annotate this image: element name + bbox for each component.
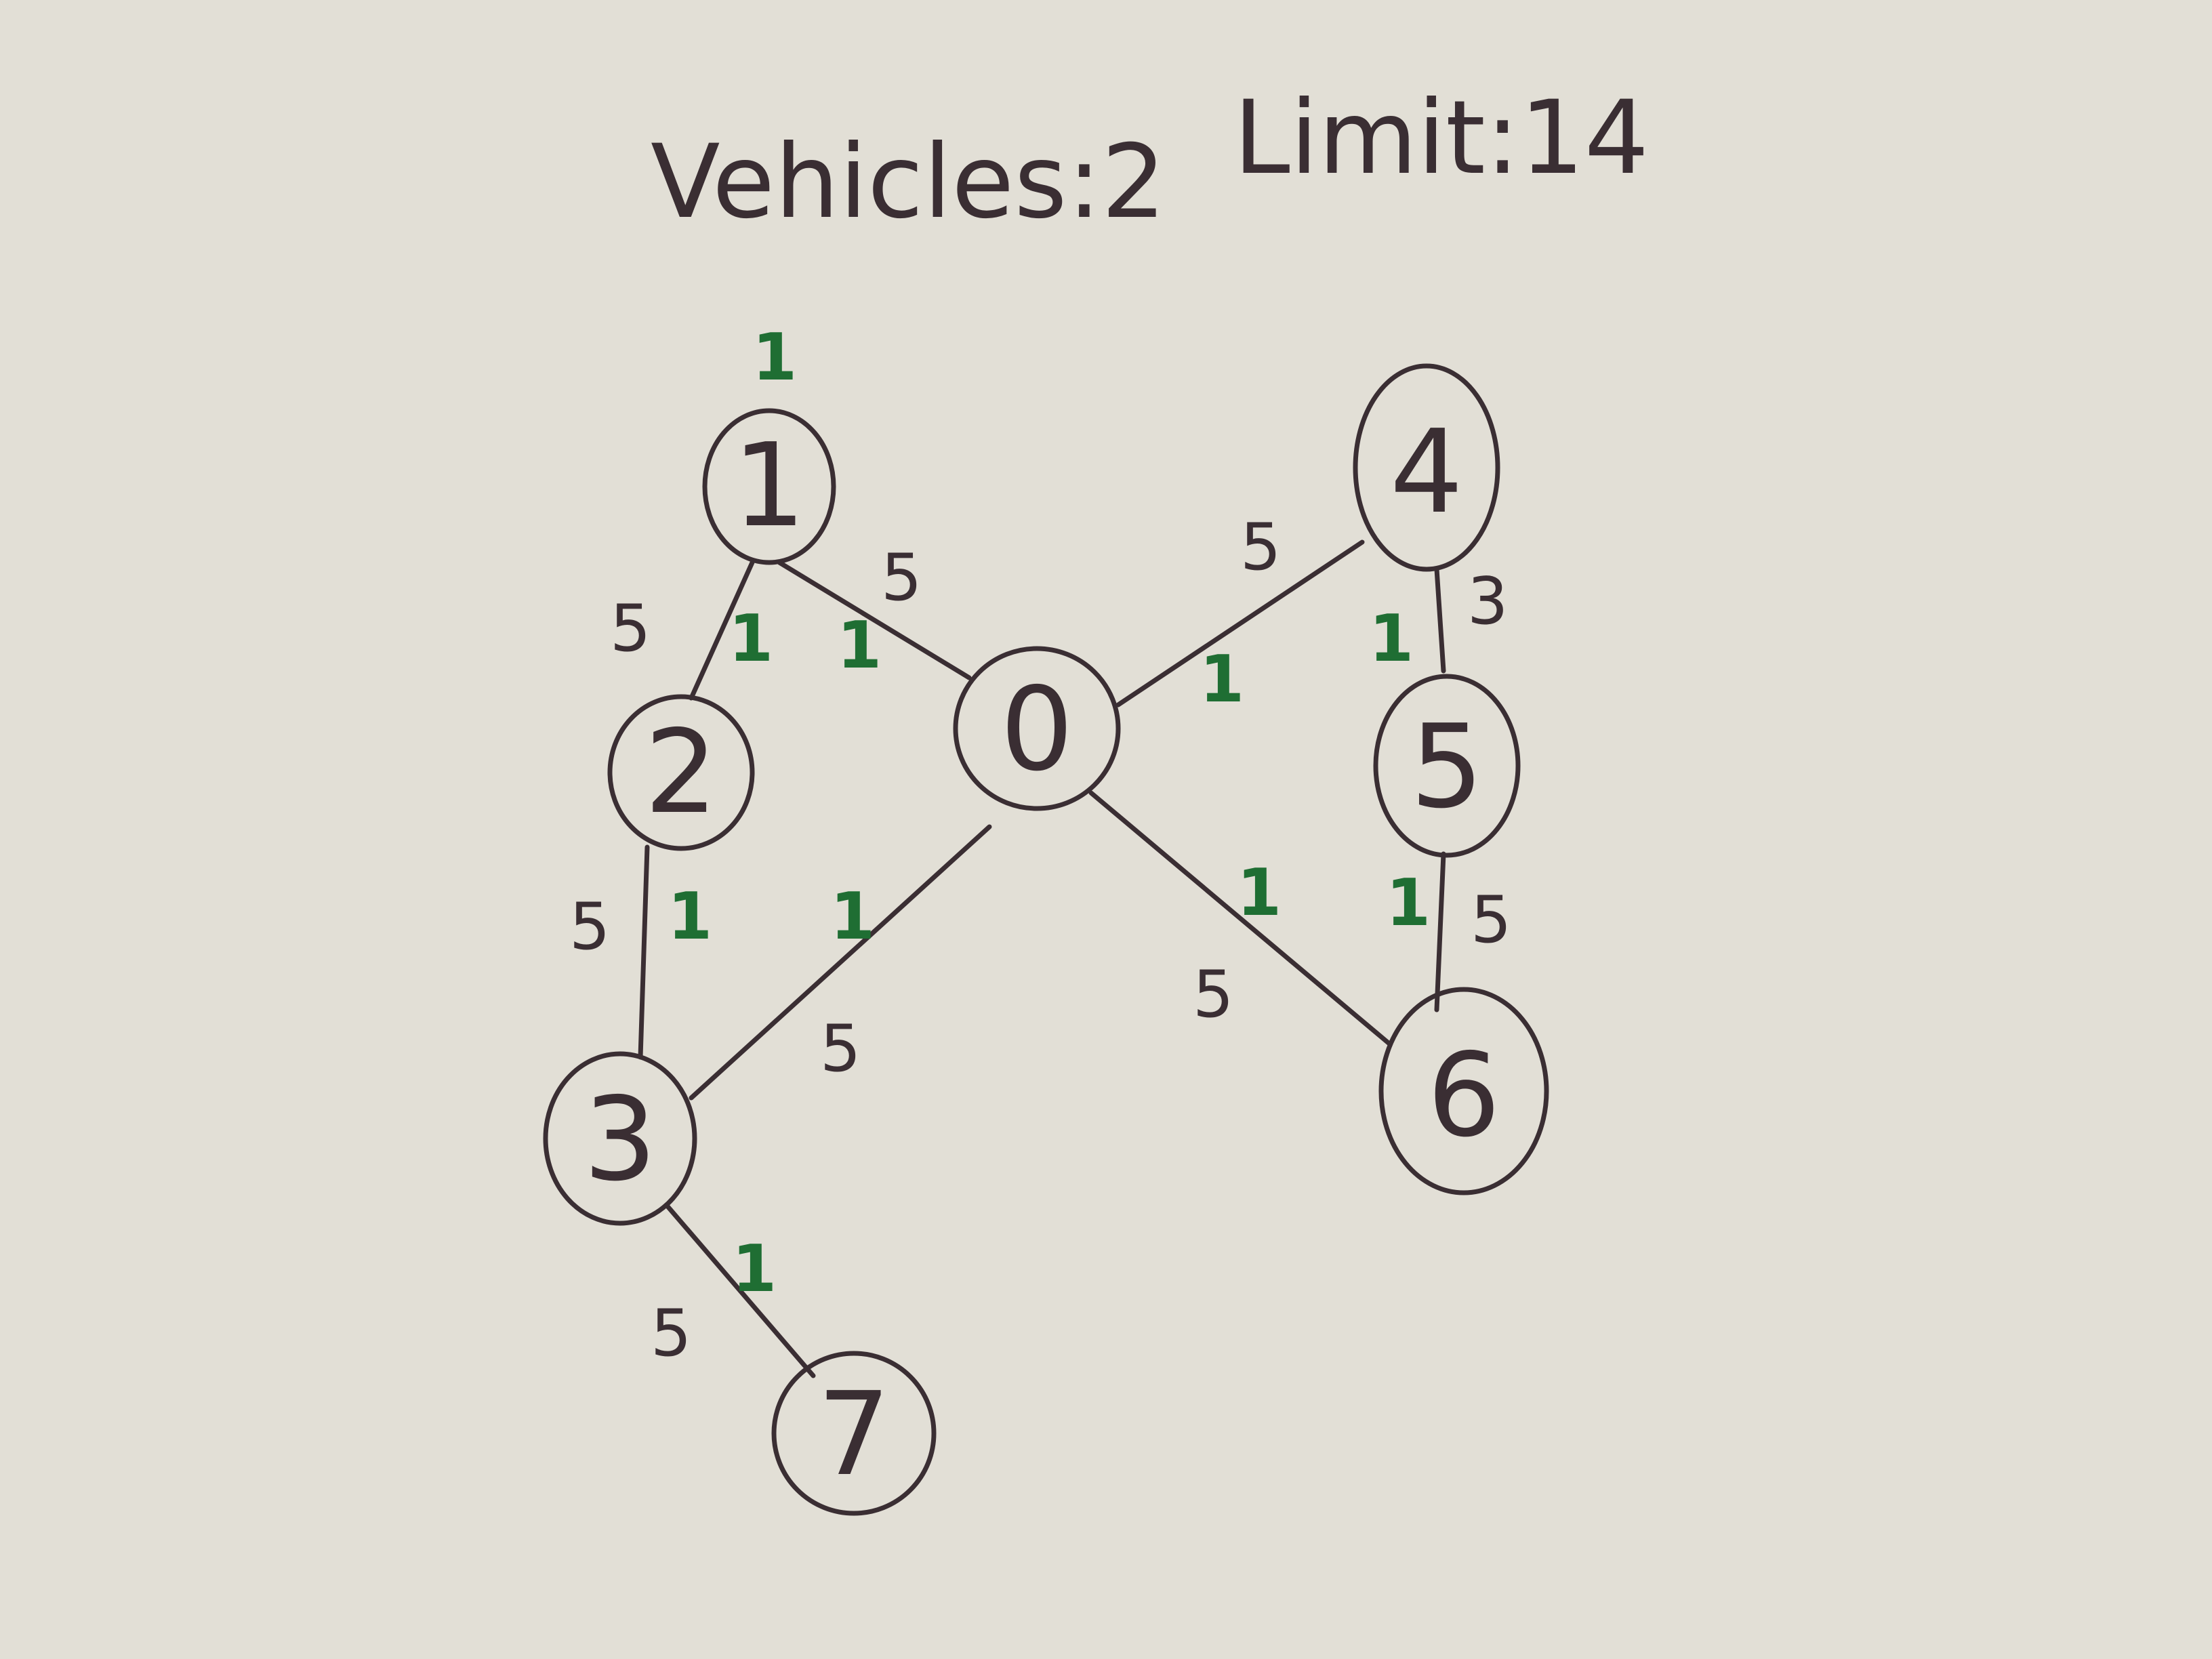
demand-2-3: 1 [668, 880, 712, 954]
edge-4-5 [1434, 567, 1446, 674]
demand-0-6: 1 [1237, 856, 1282, 930]
node-7-label: 7 [817, 1368, 890, 1502]
node-3-label: 3 [583, 1073, 657, 1207]
node-7: 7 [771, 1351, 937, 1516]
weight-0-6: 5 [1193, 958, 1233, 1032]
node-1-label: 1 [733, 419, 806, 553]
limit-label: Limit:14 [1233, 79, 1649, 197]
demand-3-7: 1 [732, 1232, 777, 1307]
edge-0-4 [1115, 539, 1365, 708]
node-0: 0 [953, 646, 1121, 811]
edge-0-6 [1088, 790, 1392, 1046]
weight-1-2: 5 [610, 592, 651, 666]
node-5-label: 5 [1410, 700, 1483, 834]
edge-2-3 [638, 844, 650, 1060]
demand-5-6: 1 [1386, 866, 1431, 941]
demand-node-1: 1 [752, 321, 797, 395]
demand-3-0: 1 [830, 880, 875, 954]
edge-5-6 [1434, 851, 1446, 1012]
weight-5-6: 5 [1471, 883, 1511, 958]
edge-1-0 [777, 560, 972, 680]
demand-1-2: 1 [729, 602, 773, 676]
node-4: 4 [1353, 363, 1500, 572]
node-6-label: 6 [1427, 1029, 1500, 1163]
demand-0-4: 1 [1200, 642, 1244, 717]
demand-4-5: 1 [1369, 602, 1414, 676]
node-5: 5 [1373, 674, 1521, 858]
weight-4-5: 3 [1467, 565, 1508, 639]
weight-3-7: 5 [651, 1296, 691, 1371]
node-6: 6 [1378, 987, 1549, 1195]
node-0-label: 0 [1000, 663, 1073, 797]
weight-0-4: 5 [1240, 510, 1281, 585]
node-3: 3 [543, 1051, 697, 1226]
vehicles-label: Vehicles:2 [651, 123, 1166, 241]
edge-3-7 [665, 1204, 816, 1378]
node-2: 2 [607, 694, 755, 851]
edge-1-2 [689, 560, 755, 701]
node-2-label: 2 [644, 705, 718, 840]
node-1: 1 [702, 408, 836, 565]
edge-3-0 [689, 824, 992, 1101]
node-4-label: 4 [1390, 405, 1463, 539]
weight-2-3: 5 [569, 890, 610, 964]
demand-1-0: 1 [837, 609, 882, 683]
weight-1-0: 5 [881, 541, 922, 615]
weight-3-0: 5 [820, 1012, 861, 1086]
